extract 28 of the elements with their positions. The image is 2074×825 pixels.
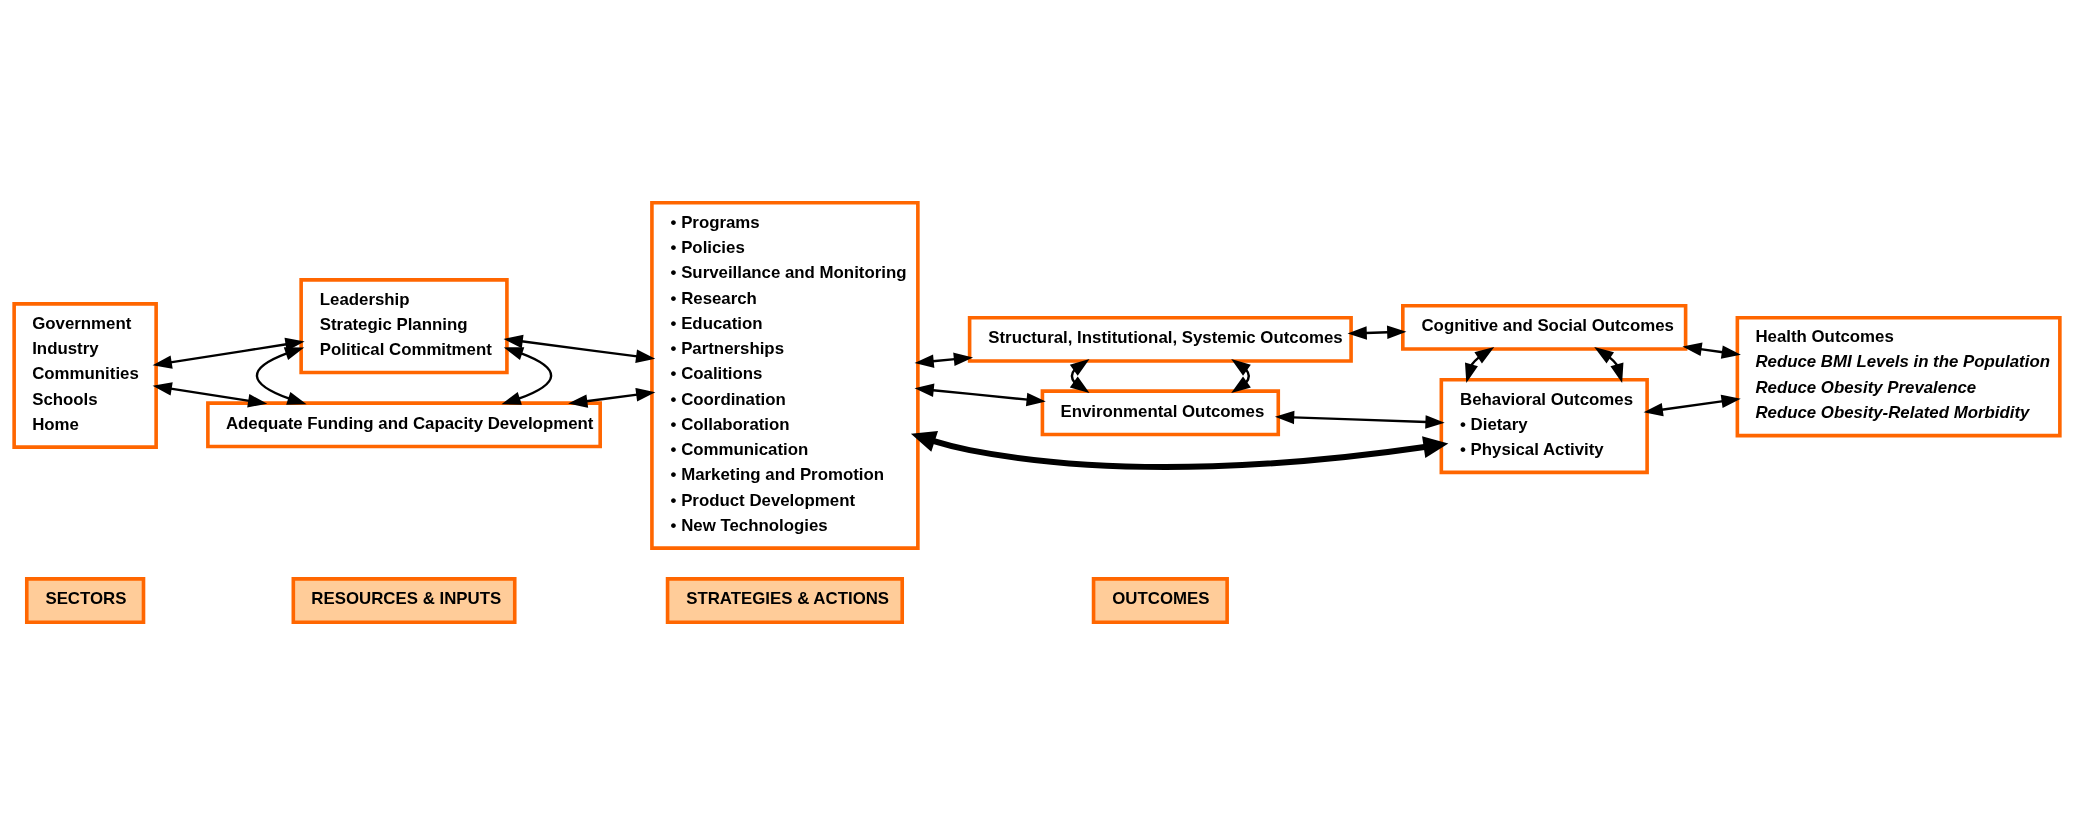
node-box: • Programs • Policies • Surveillance and Monitoring • Research • Education • Partnerships • Coalitions • Coordination • Collaboration • Communication • Marketing and Promotion • Product Development • New Technologies <box>650 201 920 550</box>
arrow <box>910 431 1449 470</box>
arrow <box>1465 347 1495 383</box>
node-box: Leadership Strategic Planning Political Commitment <box>299 278 509 375</box>
node-box: Cognitive and Social Outcomes <box>1401 303 1688 351</box>
arrow <box>255 347 307 405</box>
node-box: Behavioral Outcomes • Dietary • Physical Activity <box>1439 377 1649 475</box>
arrow <box>568 388 656 408</box>
arrow <box>914 383 1046 407</box>
arrow <box>152 382 268 408</box>
arrow <box>152 337 305 369</box>
node-box: SECTORS <box>24 577 146 624</box>
node-box: STRATEGIES & ACTIONS <box>665 577 905 624</box>
arrow <box>501 347 553 405</box>
arrow <box>1682 342 1741 359</box>
arrow <box>1274 410 1445 429</box>
arrow <box>1594 347 1624 383</box>
node-box: Environmental Outcomes <box>1040 389 1281 437</box>
node-box: Adequate Funding and Capacity Development <box>206 401 602 449</box>
arrow <box>1643 394 1741 417</box>
arrow <box>503 334 656 363</box>
node-box: RESOURCES & INPUTS <box>291 577 517 624</box>
node-box: Structural, Institutional, Systemic Outcomes <box>967 315 1353 363</box>
node-box: Government Industry Communities Schools Home <box>12 302 158 449</box>
arrow <box>914 352 974 368</box>
arrow <box>1347 325 1407 340</box>
node-box: Health Outcomes Reduce BMI Levels in the Population Reduce Obesity Prevalence Reduce Obesity-Related Morbidity <box>1735 315 2062 438</box>
node-box: OUTCOMES <box>1091 577 1229 624</box>
